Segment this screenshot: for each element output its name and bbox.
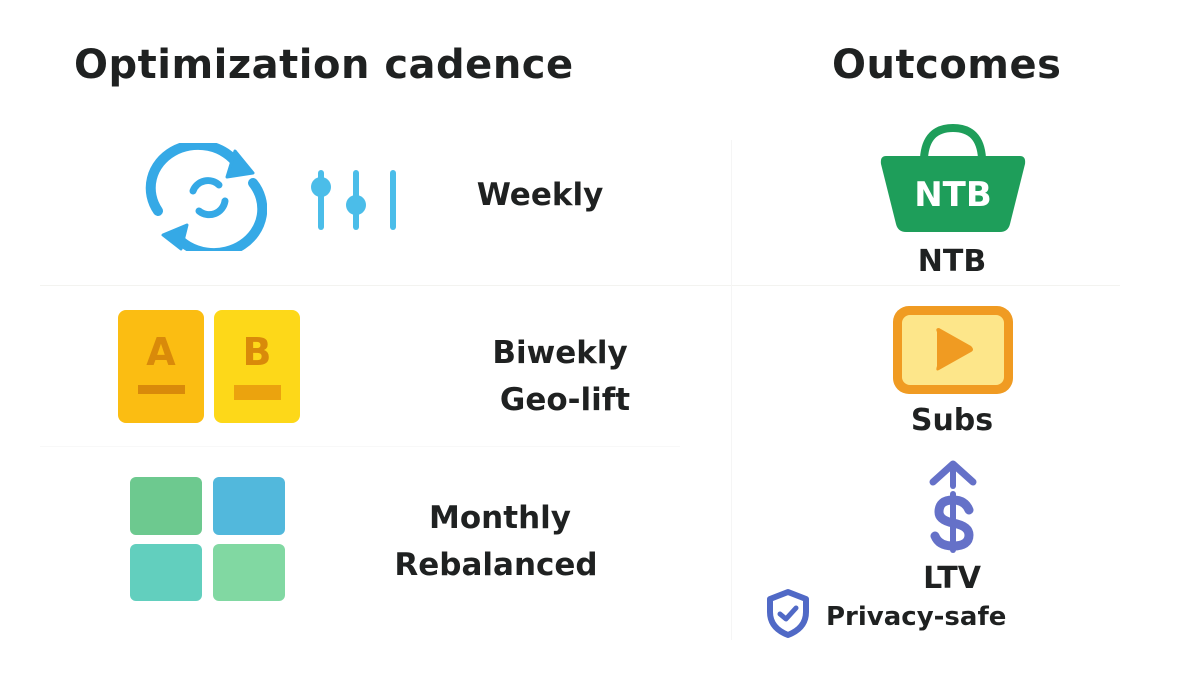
play-video-icon	[891, 304, 1015, 396]
cadence-monthly-label: Monthly	[429, 500, 571, 536]
privacy-safe-label: Privacy-safe	[826, 602, 1007, 632]
ab-test-cards-icon: A B	[118, 310, 300, 424]
refresh-cycle-icon	[143, 139, 268, 259]
grid-tiles-icon	[130, 477, 286, 602]
card-letter-a: A	[146, 330, 176, 374]
column-divider	[731, 140, 732, 640]
optimization-cadence-heading: Optimization cadence	[74, 42, 574, 88]
row-divider	[40, 285, 1120, 286]
row-divider	[40, 446, 680, 447]
outcome-subs-label: Subs	[910, 403, 994, 438]
cadence-geo-lift-label: Geo-lift	[499, 382, 631, 418]
cadence-biweekly-label: Biwekly	[492, 335, 628, 371]
cadence-weekly-label: Weekly	[476, 177, 604, 213]
sliders-icon	[305, 165, 405, 235]
shield-check-icon	[764, 588, 812, 638]
card-letter-b: B	[243, 330, 272, 374]
dollar-up-arrow-icon	[925, 458, 981, 554]
cadence-rebalanced-label: Rebalanced	[394, 547, 598, 583]
basket-ntb-text: NTB	[914, 175, 992, 215]
outcomes-heading: Outcomes	[832, 42, 1062, 88]
outcome-ntb-label: NTB	[917, 244, 987, 279]
outcome-ltv-label: LTV	[923, 561, 981, 596]
shopping-basket-icon: NTB	[880, 123, 1026, 234]
